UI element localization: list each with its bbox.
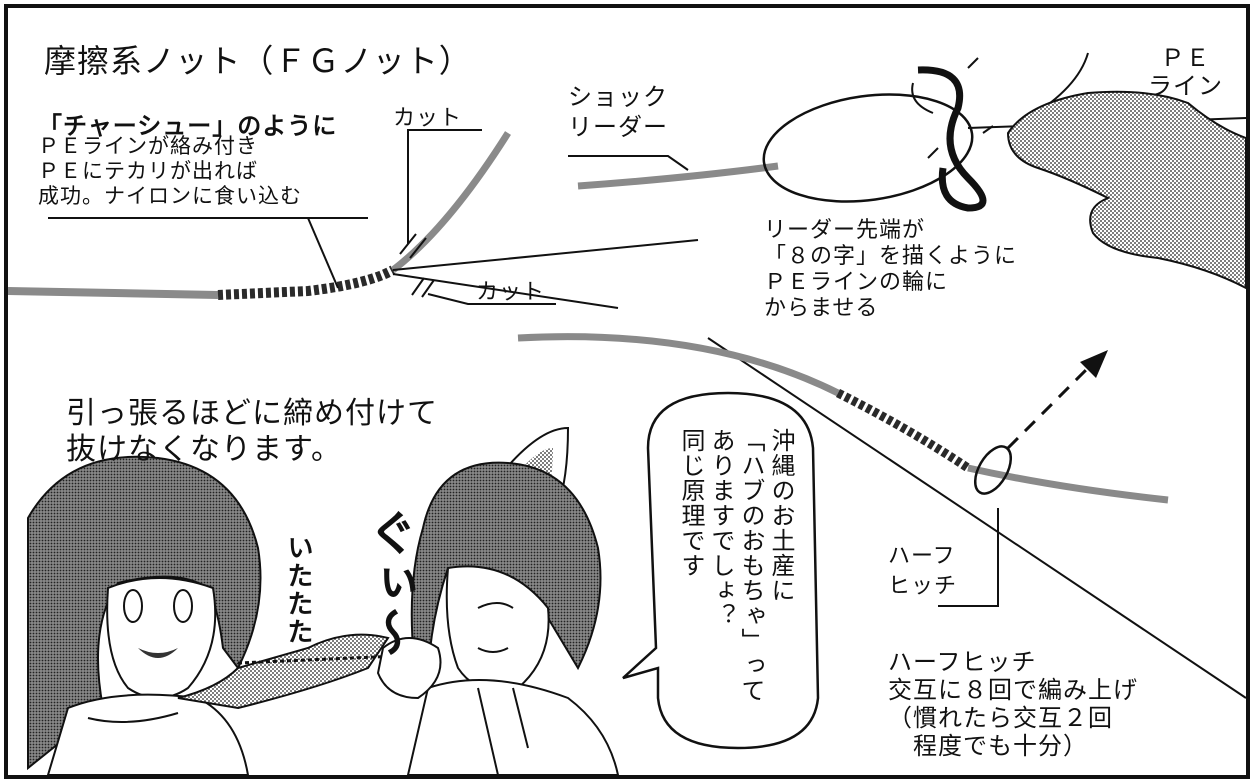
half-hitch-label: ハーフ ヒッチ — [888, 544, 958, 599]
hand-outline — [1006, 90, 1246, 290]
pe-loop — [762, 93, 974, 203]
leader-tag-end — [390, 131, 511, 273]
knot-illustration — [8, 52, 1246, 775]
speech-bubble-text: 沖縄のお土産に 「ハブのおもちゃ」って ありますでしょ？ 同じ原理です — [677, 428, 795, 703]
main-leader-line — [8, 287, 219, 299]
cut-label-middle: カット — [476, 280, 546, 305]
cut-mark-bottom — [411, 277, 435, 298]
figure-eight-leader — [917, 66, 987, 212]
pe-tag-end — [392, 239, 699, 271]
speech-bubble-shape — [622, 391, 820, 750]
left-girl-body — [46, 693, 250, 775]
sfx-gui: ぐぃ〜 — [360, 508, 416, 658]
half-hitch-note: ハーフヒッチ 交互に８回で編み上げ （慣れたら交互２回 程度でも十分） — [888, 648, 1138, 760]
success-note-heading: 「チャーシュー」のように — [38, 112, 338, 140]
direction-arrow — [1006, 366, 1090, 450]
dialogue-left: 引っ張るほどに締め付けて 抜けなくなります。 — [66, 396, 438, 467]
panel-title: 摩擦系ノット（ＦＧノット） — [44, 42, 472, 80]
diagonal-line-right — [707, 337, 1246, 699]
comic-panel: 摩擦系ノット（ＦＧノット） 「チャーシュー」のように ＰＥラインが絡み付き ＰＥ… — [4, 4, 1250, 779]
half-hitch-loop — [973, 445, 1013, 495]
lower-leader-line — [517, 333, 840, 397]
figure-eight-note: リーダー先端が 「８の字」を描くように ＰＥラインの輪に からませる — [764, 218, 1018, 321]
sfx-itatata: いたたた — [283, 534, 313, 646]
cut-label-top: カット — [393, 106, 463, 131]
success-note-body: ＰＥラインが絡み付き ＰＥにテカリが出れば 成功。ナイロンに食い込む — [38, 134, 302, 208]
left-girl-face — [106, 577, 217, 699]
shock-leader-line — [577, 162, 779, 190]
half-hitch-wraps — [835, 388, 971, 472]
shock-leader-label: ショック リーダー — [568, 83, 668, 141]
right-girl-body — [406, 679, 620, 775]
pe-line-label: ＰＥ ライン — [1148, 44, 1223, 100]
pulled-line — [237, 654, 399, 665]
fg-knot-wrap — [217, 265, 396, 300]
